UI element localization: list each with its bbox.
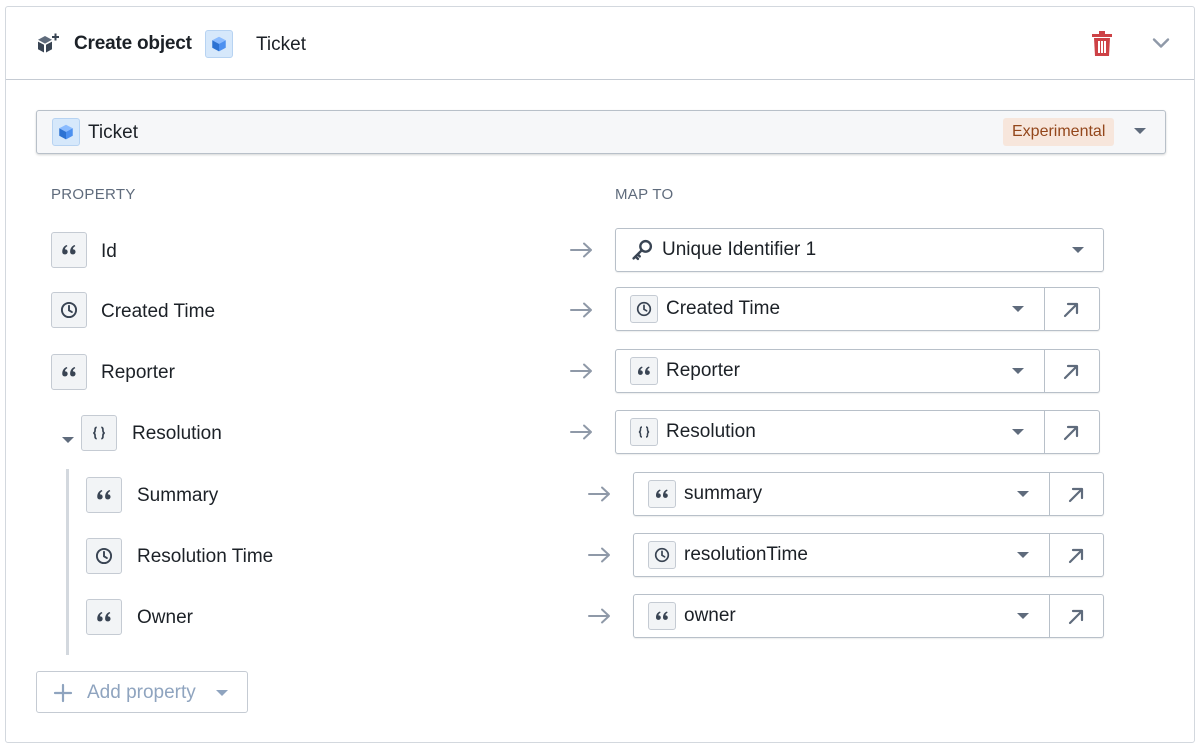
arrow-right-icon [587, 607, 613, 625]
open-link-icon[interactable] [1061, 423, 1081, 443]
arrow-right-icon [569, 362, 595, 380]
selected-object-type: Ticket [88, 122, 138, 144]
map-to-select[interactable]: owner [633, 594, 1104, 638]
caret-down-icon [1011, 428, 1025, 436]
property-label: Resolution Time [137, 546, 273, 568]
property-label: Summary [137, 485, 218, 507]
divider [1044, 411, 1045, 453]
property-column-header: PROPERTY [51, 186, 136, 203]
map-to-select[interactable]: Resolution [615, 410, 1100, 454]
clock-icon [648, 541, 676, 569]
divider [1049, 595, 1050, 637]
panel-title: Create object [74, 33, 192, 55]
create-object-panel: Create object Ticket Ticket Experimental… [5, 6, 1195, 743]
braces-icon [630, 418, 658, 446]
caret-down-icon [1133, 127, 1147, 135]
map-to-select[interactable]: summary [633, 472, 1104, 516]
open-link-icon[interactable] [1066, 546, 1086, 566]
caret-down-icon [1016, 551, 1030, 559]
quote-icon [648, 602, 676, 630]
cube-icon [52, 118, 80, 146]
quote-icon [648, 480, 676, 508]
divider [1049, 534, 1050, 576]
chevron-down-icon[interactable] [1151, 35, 1171, 51]
quote-icon [86, 599, 122, 635]
map-to-select[interactable]: Unique Identifier 1 [615, 228, 1104, 272]
cube-icon [205, 30, 233, 58]
cube-add-icon [36, 32, 60, 56]
map-to-value: owner [684, 605, 736, 627]
clock-icon [51, 292, 87, 328]
caret-down-icon [1071, 246, 1085, 254]
arrow-right-icon [587, 546, 613, 564]
open-link-icon[interactable] [1066, 607, 1086, 627]
header-object-type: Ticket [256, 34, 306, 56]
map-to-select[interactable]: Created Time [615, 287, 1100, 331]
arrow-right-icon [569, 423, 595, 441]
expand-caret-icon[interactable] [61, 436, 75, 444]
quote-icon [51, 232, 87, 268]
arrow-right-icon [587, 485, 613, 503]
divider [1049, 473, 1050, 515]
add-property-button[interactable]: Add property [36, 671, 248, 713]
caret-down-icon [1016, 490, 1030, 498]
quote-icon [86, 477, 122, 513]
quote-icon [630, 357, 658, 385]
quote-icon [51, 354, 87, 390]
arrow-right-icon [569, 241, 595, 259]
map-to-select[interactable]: resolutionTime [633, 533, 1104, 577]
caret-down-icon [1011, 367, 1025, 375]
map-to-column-header: MAP TO [615, 186, 674, 203]
tree-indent-line [66, 469, 69, 655]
clock-icon [86, 538, 122, 574]
add-property-label: Add property [87, 682, 196, 704]
plus-icon [53, 683, 73, 703]
trash-icon[interactable] [1091, 31, 1113, 57]
braces-icon [81, 415, 117, 451]
property-label: Id [101, 241, 117, 263]
map-to-value: resolutionTime [684, 544, 808, 566]
divider [1044, 288, 1045, 330]
property-label: Reporter [101, 362, 175, 384]
open-link-icon[interactable] [1061, 362, 1081, 382]
map-to-value: summary [684, 483, 762, 505]
object-type-select[interactable]: Ticket Experimental [36, 110, 1166, 154]
open-link-icon[interactable] [1061, 300, 1081, 320]
map-to-value: Reporter [666, 360, 740, 382]
divider [1044, 350, 1045, 392]
panel-header[interactable]: Create object Ticket [6, 7, 1194, 80]
clock-icon [630, 295, 658, 323]
map-to-value: Unique Identifier 1 [662, 239, 816, 261]
map-to-value: Created Time [666, 298, 780, 320]
arrow-right-icon [569, 301, 595, 319]
experimental-tag: Experimental [1003, 118, 1114, 146]
caret-down-icon [1011, 305, 1025, 313]
caret-down-icon [1016, 612, 1030, 620]
property-label: Owner [137, 607, 193, 629]
caret-down-icon [215, 689, 229, 697]
key-icon [630, 238, 654, 262]
map-to-select[interactable]: Reporter [615, 349, 1100, 393]
map-to-value: Resolution [666, 421, 756, 443]
open-link-icon[interactable] [1066, 485, 1086, 505]
property-label: Created Time [101, 301, 215, 323]
property-label: Resolution [132, 423, 222, 445]
